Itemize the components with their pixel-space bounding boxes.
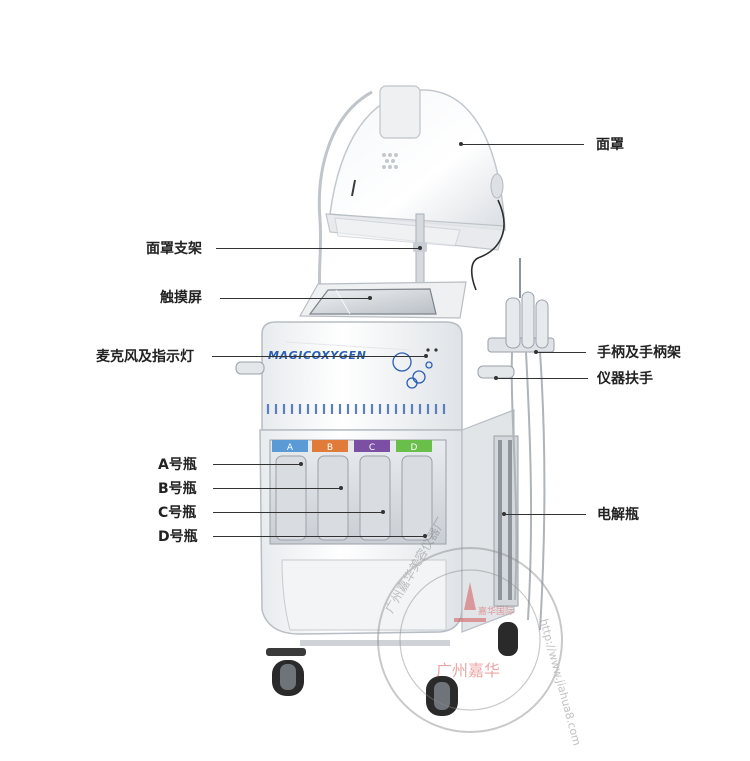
brand-logo-text: MAGICOXYGEN [268,349,366,362]
dot-handle [534,350,538,354]
label-mic: 麦克风及指示灯 [96,349,194,365]
bubble-icon [392,352,433,389]
label-touchscreen: 触摸屏 [160,290,202,306]
mask-vent-dots [382,153,398,169]
line-touchscreen [220,298,370,299]
caster-wheels [266,622,518,716]
vent-slots [266,404,446,414]
instrument-grip [235,361,515,379]
bottle-tag-letter-c: C [369,443,375,453]
svg-text:嘉华国际: 嘉华国际 [478,605,514,617]
bottle-tag-letter-b: B [327,443,333,453]
label-bottle-d: D号瓶 [158,529,198,545]
face-mask [317,85,506,291]
line-handle [536,352,586,353]
dot-bottle-b [339,486,343,490]
dot-bottle-d [423,534,427,538]
line-mask-stand [216,248,420,249]
label-bottle-b: B号瓶 [158,481,197,497]
svg-text:http://www.jiahua8.com: http://www.jiahua8.com [537,617,583,747]
label-mask: 面罩 [596,137,624,153]
dot-touchscreen [368,296,372,300]
bottle-tag-letter-a: A [287,443,294,453]
bottle-tag-b [312,440,348,452]
bottle-tag-d [396,440,432,452]
dot-bottle-a [299,462,303,466]
line-bottle-d [213,536,425,537]
label-electrolysis: 电解瓶 [597,507,639,523]
bottle-tag-letter-d: D [411,443,418,453]
label-mask-stand: 面罩支架 [146,241,202,257]
line-grip [496,378,588,379]
line-electrolysis [504,514,586,515]
dot-bottle-c [381,510,385,514]
label-bottle-a: A号瓶 [158,457,197,473]
dot-mask-stand [418,246,422,250]
touchscreen-unit [298,281,467,319]
line-bottle-b [213,488,341,489]
line-bottle-c [213,512,383,513]
label-bottle-c: C号瓶 [158,505,197,521]
bottle-tag-a [272,440,308,452]
dot-mic [424,354,428,358]
dot-electrolysis [502,512,506,516]
bottles [275,455,433,541]
bottle-tag-c [354,440,390,452]
line-mask [462,144,584,145]
line-mic [212,356,426,357]
label-grip: 仪器扶手 [597,371,653,387]
dot-grip [494,376,498,380]
svg-text:广州嘉华: 广州嘉华 [436,661,500,680]
label-handle: 手柄及手柄架 [597,345,681,361]
line-bottle-a [213,464,301,465]
dot-mask [459,142,463,146]
handle-holder [487,258,555,631]
